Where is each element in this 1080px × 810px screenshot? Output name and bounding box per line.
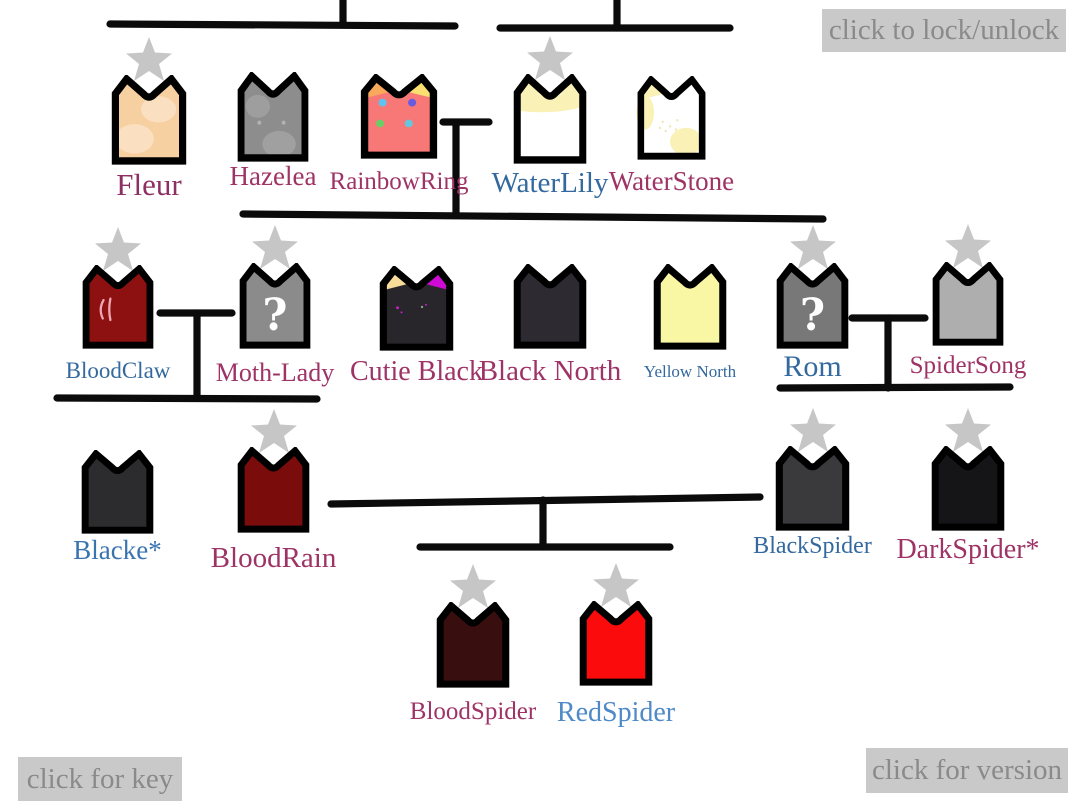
cat-name-yellownorth: Yellow North [643,362,737,381]
star-icon [95,227,141,271]
cat-name-waterstone: WaterStone [608,166,735,196]
cat-head-icon [513,264,587,349]
cat-hazelea[interactable] [235,72,311,162]
cat-name-cutieblack: Cutie Black [350,356,483,387]
question-mark: ? [263,290,288,342]
cat-name-rainbowring: RainbowRing [329,168,469,195]
cat-head-icon [237,72,309,162]
cat-name-waterlily: WaterLily [491,167,609,199]
cat-head-icon [379,266,454,351]
cat-blacke[interactable] [79,450,156,534]
cat-redspider[interactable] [577,563,655,686]
cat-head-icon: ? [776,263,849,349]
tree-connector-line [239,210,827,223]
cat-waterlily[interactable] [511,36,589,164]
cat-name-mothlady: Moth-Lady [215,358,335,387]
cat-head-icon [111,75,187,165]
cat-bloodclaw[interactable] [80,227,156,349]
star-icon [527,36,573,80]
cat-name-darkspider: DarkSpider* [896,534,1040,565]
cat-rainbowring[interactable] [358,74,440,159]
cat-head-icon: ? [239,263,311,349]
cat-head-icon [653,264,727,350]
cat-mothlady[interactable]: ? [237,225,313,349]
tree-connector-line [106,20,459,30]
cat-head-icon [82,265,154,349]
cat-darkspider[interactable] [929,408,1007,531]
cat-head-icon [931,446,1005,531]
star-icon [945,224,991,268]
cat-waterstone[interactable] [635,76,708,160]
cat-rom[interactable]: ? [774,225,851,349]
version-button[interactable]: click for version [866,748,1068,793]
cat-head-icon [775,446,850,531]
star-icon [450,564,496,608]
cat-name-fleur: Fleur [116,167,182,202]
cat-yellownorth[interactable] [651,264,729,350]
star-icon [789,225,836,269]
cat-name-bloodclaw: BloodClaw [65,358,171,383]
cat-cutieblack[interactable] [377,266,456,351]
cat-name-redspider: RedSpider [556,697,676,728]
question-mark: ? [800,290,825,341]
cat-blacknorth[interactable] [511,264,589,349]
tree-connector-line [776,383,1014,392]
cat-head-icon [436,602,510,688]
star-icon [126,37,172,81]
cat-head-icon [513,74,587,164]
cat-blackspider[interactable] [773,408,852,531]
cat-bloodspider[interactable] [434,564,512,688]
cat-name-spidersong: SpiderSong [909,352,1027,379]
cat-head-icon [636,76,706,160]
cat-name-bloodrain: BloodRain [210,542,337,574]
cat-name-rom: Rom [783,350,842,383]
cat-name-blacknorth: Black North [478,355,622,387]
star-icon [789,408,836,452]
star-icon [593,563,639,607]
cat-head-icon [579,601,653,686]
cat-name-bloodspider: BloodSpider [409,698,537,725]
cat-name-blacke: Blacke* [73,535,162,565]
tree-connector-line [53,394,321,403]
cat-name-blackspider: BlackSpider [753,533,872,559]
cat-fleur[interactable] [109,37,189,165]
star-icon [250,409,297,453]
cat-head-icon [237,447,310,533]
lock-unlock-button[interactable]: click to lock/unlock [822,9,1066,52]
star-icon [252,225,298,269]
cat-spidersong[interactable] [930,224,1006,346]
cat-head-icon [932,262,1004,346]
cat-head-icon [81,450,154,534]
cat-bloodrain[interactable] [235,409,312,533]
cat-name-hazelea: Hazelea [229,161,317,191]
key-button[interactable]: click for key [18,757,182,801]
cat-head-icon [360,74,438,159]
star-icon [945,408,991,452]
